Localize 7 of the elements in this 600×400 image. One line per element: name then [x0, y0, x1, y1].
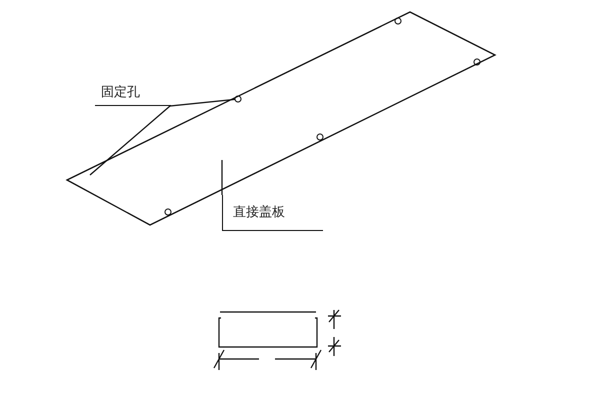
- cover-plate: [66, 11, 496, 226]
- leader-line: [90, 106, 170, 176]
- fixing-hole: [234, 96, 242, 102]
- leader-line: [170, 98, 236, 107]
- part-label: 固定孔: [95, 83, 171, 106]
- leader-line: [221, 160, 223, 195]
- part-label: 直接盖板: [222, 195, 323, 231]
